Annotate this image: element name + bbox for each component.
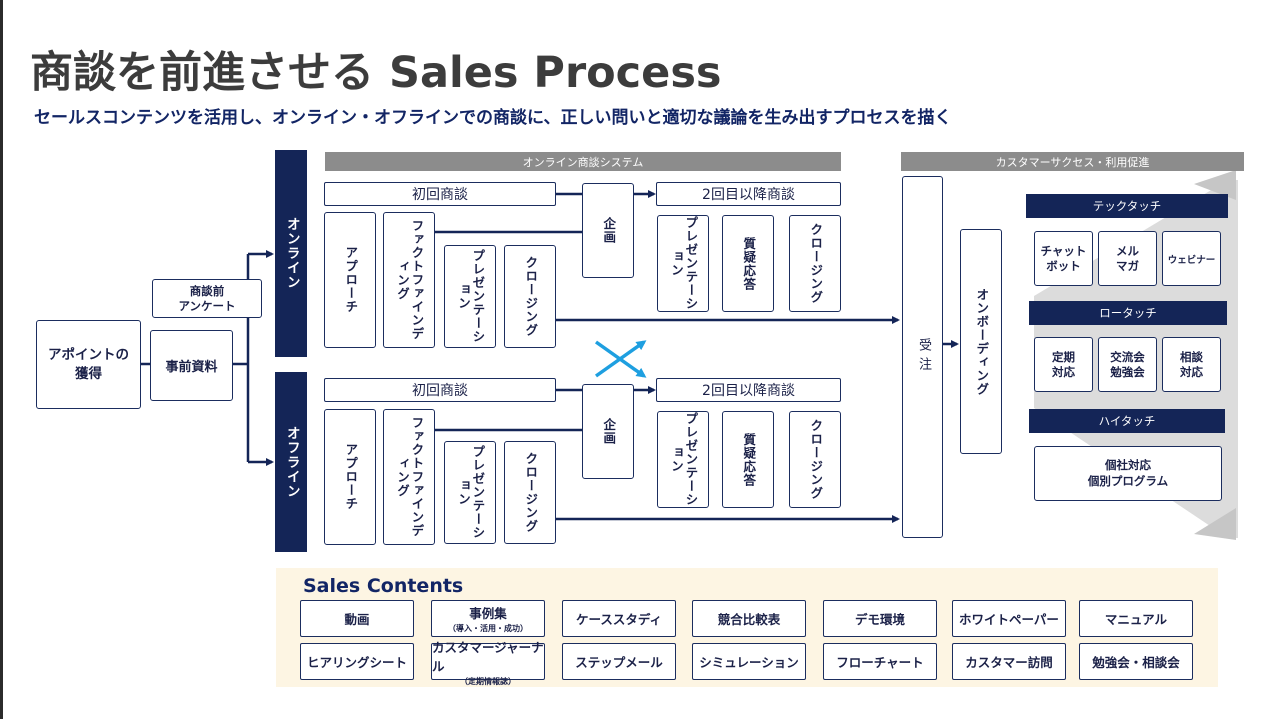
sales-content-item: カスタマージャーナル （定期情報誌） [431, 640, 545, 686]
online-first-meeting-bar: 初回商談 [324, 182, 556, 206]
pre-meeting-survey-box: 商談前 アンケート [152, 279, 262, 318]
offline-closing-step: クロージング [504, 441, 556, 544]
sales-content-item: フローチャート [823, 643, 937, 680]
sales-content-label: シミュレーション [699, 655, 799, 670]
tech-touch-item: チャット ボット [1034, 231, 1093, 286]
online-qa-step: 質疑応答 [722, 215, 774, 312]
left-edge-bar [0, 0, 3, 719]
pre-materials-box: 事前資料 [150, 330, 233, 401]
offline-qa-step: 質疑応答 [722, 411, 774, 508]
online-closing-step: クロージング [504, 245, 556, 348]
page-subtitle: セールスコンテンツを活用し、オンライン・オフラインでの商談に、正しい問いと適切な… [34, 108, 952, 128]
onboarding-box: オンボーディング [960, 229, 1002, 454]
sales-content-sublabel: （定期情報誌） [460, 676, 516, 686]
sales-content-item: ケーススタディ [562, 600, 676, 637]
sales-content-label: カスタマージャーナル [432, 639, 544, 674]
sales-content-label: 競合比較表 [717, 612, 781, 627]
online-system-band: オンライン商談システム [325, 152, 841, 171]
tech-touch-item: メル マガ [1098, 231, 1157, 286]
sales-content-label: 事例集 [469, 606, 507, 621]
offline-first-meeting-bar: 初回商談 [324, 378, 556, 402]
offline-presentation-step: プレゼンテーション [444, 441, 496, 544]
sales-content-item: シミュレーション [692, 643, 806, 680]
sales-content-item: 事例集 （導入・活用・成功） [431, 600, 545, 637]
offline-second-meeting-bar: 2回目以降商談 [656, 378, 841, 402]
order-box: 受注 [902, 176, 943, 538]
tech-touch-label: テックタッチ [1026, 194, 1228, 218]
offline-channel-bar: オフライン [275, 372, 307, 552]
high-touch-item: 個社対応 個別プログラム [1034, 446, 1222, 501]
online-closing2-step: クロージング [789, 215, 841, 312]
customer-success-band: カスタマーサクセス・利用促進 [901, 152, 1244, 171]
low-touch-item: 相談 対応 [1162, 337, 1221, 392]
offline-fact-finding-step: ファクトファインディング [383, 409, 435, 545]
online-approach-step: アプローチ [324, 212, 376, 348]
sales-content-item: 競合比較表 [692, 600, 806, 637]
offline-closing2-step: クロージング [789, 411, 841, 508]
online-fact-finding-step: ファクトファインディング [383, 212, 435, 348]
online-channel-bar: オンライン [275, 150, 307, 357]
sales-content-item: 勉強会・相談会 [1079, 643, 1193, 680]
sales-content-item: ヒアリングシート [300, 643, 414, 680]
sales-content-label: フローチャート [836, 655, 924, 670]
low-touch-item: 交流会 勉強会 [1098, 337, 1157, 392]
sales-content-label: ホワイトペーパー [959, 612, 1059, 627]
sales-content-label: マニュアル [1104, 612, 1168, 627]
tech-touch-item: ウェビナー [1162, 231, 1221, 286]
online-second-meeting-bar: 2回目以降商談 [656, 182, 841, 206]
sales-contents-title: Sales Contents [303, 575, 464, 597]
sales-content-item: ホワイトペーパー [952, 600, 1066, 637]
offline-approach-step: アプローチ [324, 409, 376, 545]
sales-content-item: マニュアル [1079, 600, 1193, 637]
online-planning-step: 企画 [582, 183, 634, 278]
offline-presentation2-step: プレゼンテーション [657, 411, 709, 508]
sales-content-item: デモ環境 [823, 600, 937, 637]
sales-content-label: デモ環境 [854, 612, 905, 627]
appointment-box: アポイントの 獲得 [36, 320, 141, 409]
offline-planning-step: 企画 [582, 384, 634, 479]
online-presentation2-step: プレゼンテーション [657, 215, 709, 312]
sales-content-label: ヒアリングシート [306, 655, 407, 670]
sales-content-label: カスタマー訪問 [965, 655, 1053, 670]
high-touch-label: ハイタッチ [1029, 409, 1225, 433]
online-presentation-step: プレゼンテーション [444, 245, 496, 348]
sales-content-label: ステップメール [575, 655, 663, 670]
sales-content-label: 動画 [344, 612, 370, 627]
sales-content-item: 動画 [300, 600, 414, 637]
low-touch-item: 定期 対応 [1034, 337, 1093, 392]
low-touch-label: ロータッチ [1029, 301, 1227, 325]
sales-content-item: カスタマー訪問 [952, 643, 1066, 680]
sales-content-item: ステップメール [562, 643, 676, 680]
page-title: 商談を前進させる Sales Process [30, 48, 722, 98]
sales-content-label: 勉強会・相談会 [1092, 655, 1180, 670]
sales-content-label: ケーススタディ [575, 612, 662, 627]
sales-content-sublabel: （導入・活用・成功） [448, 624, 528, 633]
